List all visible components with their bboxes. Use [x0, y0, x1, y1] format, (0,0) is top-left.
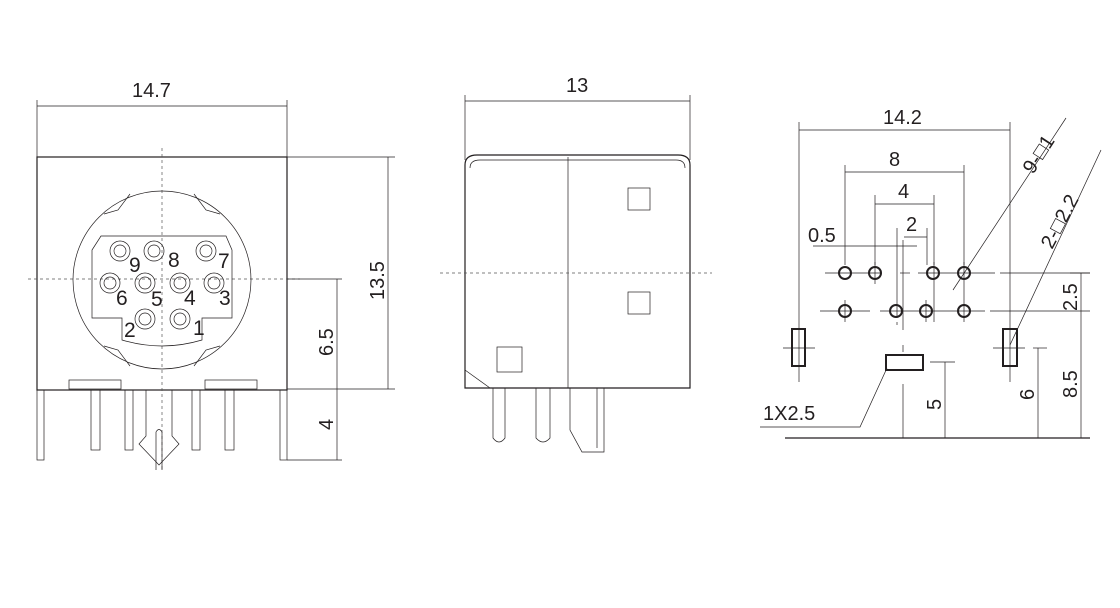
center-height-dimension: 6.5 — [316, 328, 338, 356]
slot-height-dimension: 5 — [924, 399, 946, 410]
pin-label-7: 7 — [218, 250, 230, 273]
pin-hole-leader — [952, 117, 1067, 291]
side-housing — [464, 154, 691, 389]
depth-dimension: 13 — [566, 75, 588, 97]
slot-leader — [760, 367, 888, 428]
pin-holes — [99, 240, 225, 330]
side-pins — [492, 388, 605, 453]
side-view: 13 — [440, 75, 712, 453]
pin-pitch-dimension: 2 — [906, 214, 917, 236]
mount-hole-leader — [1009, 149, 1102, 346]
mount-hole-note: 2-□2.2 — [1037, 191, 1084, 252]
offset-dimension: 0.5 — [808, 225, 836, 247]
pin-label-4: 4 — [184, 287, 196, 310]
pin-label-8: 8 — [168, 249, 180, 272]
pin-hole-note: 9-□1 — [1019, 131, 1060, 177]
pin-hole-pattern — [791, 266, 1018, 371]
mount-hole-left — [791, 328, 806, 367]
overall-width-dimension: 14.2 — [883, 107, 922, 129]
pin-label-6: 6 — [116, 287, 128, 310]
pin-label-9: 9 — [129, 254, 141, 277]
width-dimension: 14.7 — [132, 80, 171, 102]
slot-hole — [885, 354, 924, 371]
pin-label-3: 3 — [219, 287, 231, 310]
height-dimension: 13.5 — [367, 261, 389, 300]
pin-insert — [91, 235, 233, 347]
row-to-base-dimension: 8.5 — [1060, 370, 1082, 398]
pin-label-5: 5 — [151, 288, 163, 311]
inner-pin-span-dimension: 4 — [898, 181, 909, 203]
slot-note: 1X2.5 — [763, 403, 815, 425]
mount-hole-height-dimension: 6 — [1017, 389, 1039, 400]
pin-label-2: 2 — [124, 319, 136, 342]
pin-label-1: 1 — [193, 317, 205, 340]
connector-shell — [72, 190, 252, 370]
row-spacing-dimension: 2.5 — [1060, 283, 1082, 311]
outer-pin-span-dimension: 8 — [889, 149, 900, 171]
mount-hole-right — [1002, 328, 1018, 367]
pin-length-dimension: 4 — [316, 419, 338, 430]
front-view: 14.7 1 2 3 4 5 6 7 8 9 — [28, 80, 395, 472]
front-pins — [36, 389, 288, 470]
pcb-layout-view: 14.2 8 4 2 0.5 — [760, 107, 1102, 439]
